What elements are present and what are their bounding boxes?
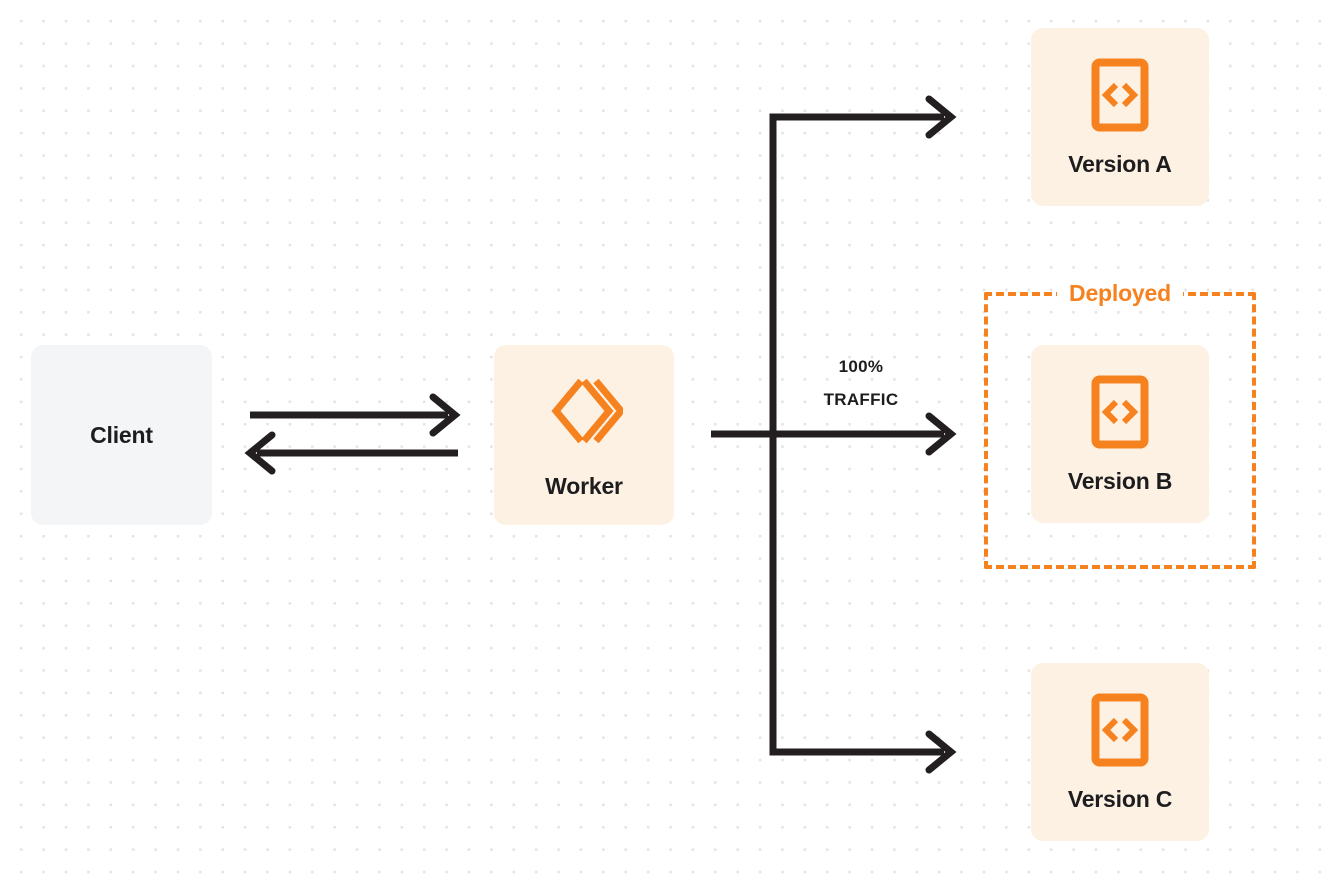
traffic-percent-value: 100% — [838, 357, 884, 376]
edge-to-version-b — [711, 412, 957, 456]
cloudflare-workers-logo-icon — [545, 372, 626, 455]
node-version-a-label: Version A — [1068, 151, 1172, 177]
traffic-percent-caption: TRAFFIC — [823, 390, 899, 410]
node-version-c-label: Version C — [1067, 786, 1173, 812]
code-document-icon — [1091, 375, 1149, 454]
node-worker-label: Worker — [545, 473, 623, 499]
node-version-b-label: Version B — [1067, 468, 1173, 494]
node-client[interactable]: Client — [31, 345, 212, 525]
traffic-percentage-label: 100% TRAFFIC — [791, 350, 931, 416]
node-version-c[interactable]: Version C — [1031, 663, 1209, 841]
edge-client-to-worker — [250, 393, 461, 437]
edge-worker-to-client — [244, 431, 458, 475]
group-deployed-label: Deployed — [1057, 280, 1183, 308]
node-version-b[interactable]: Version B — [1031, 345, 1209, 523]
node-client-label: Client — [90, 421, 153, 448]
group-deployed: Deployed — [984, 280, 1256, 569]
edge-to-version-a — [770, 95, 957, 139]
node-worker[interactable]: Worker — [494, 345, 674, 525]
node-version-a[interactable]: Version A — [1031, 28, 1209, 206]
edge-to-version-c — [770, 730, 957, 774]
code-document-icon — [1091, 693, 1149, 772]
code-document-icon — [1091, 58, 1149, 137]
